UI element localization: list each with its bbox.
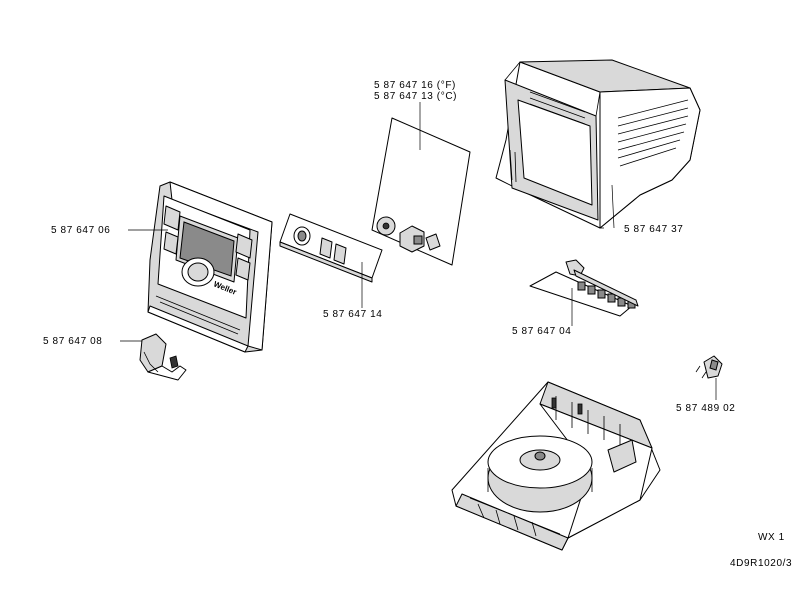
label-plug: 5 87 489 02 (676, 403, 736, 414)
footer-drawing-number: 4D9R1020/3 (730, 558, 793, 569)
footer-model: WX 1 (758, 532, 785, 543)
front-panel-part (147, 181, 273, 353)
label-front-panel: 5 87 647 06 (51, 225, 111, 236)
label-switch-board: 5 87 647 14 (323, 309, 383, 320)
housing-cover-part (495, 59, 701, 229)
pcb-part (529, 259, 639, 317)
label-foil-celsius: 5 87 647 13 (°C) (374, 91, 458, 102)
label-pcb: 5 87 647 04 (512, 326, 572, 337)
plug-part (695, 355, 723, 379)
leader-housing (600, 184, 615, 229)
stand-holder-part (139, 333, 187, 381)
label-stand-holder: 5 87 647 08 (43, 336, 103, 347)
switch-board-part (279, 213, 383, 283)
label-foil-part (371, 117, 471, 266)
label-housing-cover: 5 87 647 37 (624, 224, 684, 235)
base-unit-part (451, 381, 661, 551)
label-foil-fahrenheit: 5 87 647 16 (°F) (374, 80, 456, 91)
